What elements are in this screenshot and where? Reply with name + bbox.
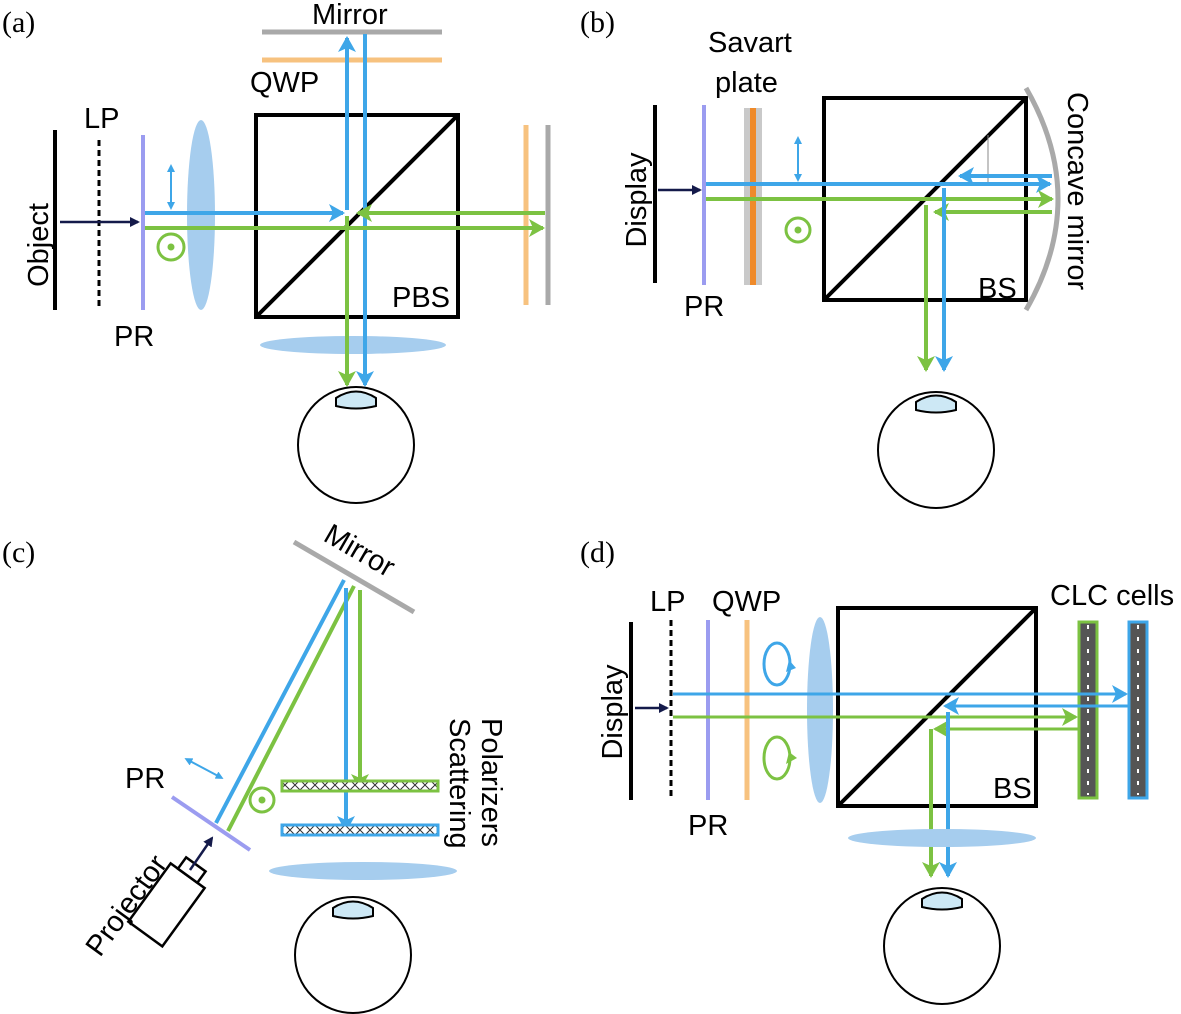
s-pol-icon [156, 232, 186, 262]
display-label: Display [621, 152, 653, 248]
s-pol-icon-c [248, 786, 276, 814]
eye-d [883, 887, 1001, 1005]
lens-d [807, 617, 833, 803]
clc-cell-blue [1127, 620, 1149, 800]
bs-label: BS [978, 273, 1017, 305]
qwp-label-d: QWP [712, 586, 781, 618]
s-pol-icon-b [784, 216, 812, 244]
panel-a: (a) Mirror QWP Object LP PR PBS [2, 0, 551, 504]
circular-pol-icon-blue [762, 641, 796, 687]
pbs-label: PBS [392, 282, 450, 314]
scattering-polarizer-green [280, 779, 440, 793]
panel-b-tag: (b) [580, 6, 615, 39]
clc-cell-green [1077, 620, 1099, 800]
lens-c [269, 862, 457, 880]
eye-c-cornea [332, 900, 374, 920]
savart-label-2: plate [715, 67, 778, 99]
object-label: Object [23, 203, 55, 287]
eye-b-cornea [915, 394, 957, 414]
pr-label-b: PR [684, 291, 724, 323]
projector-arrow [188, 836, 214, 871]
eye-cornea [335, 390, 377, 410]
mirror-label-c: Mirror [319, 518, 401, 584]
projector [126, 855, 208, 949]
pr-label-c: PR [125, 763, 165, 795]
panel-d: (d) Display LP PR QWP BS [580, 536, 1174, 1005]
eye [297, 386, 415, 504]
panel-d-tag: (d) [580, 536, 615, 569]
eye-d-cornea [921, 891, 963, 911]
lp-label-d: LP [650, 586, 685, 618]
panel-b: (b) Display PR Savart plate BS Concave m… [580, 6, 1093, 509]
bs-label-d: BS [993, 773, 1032, 805]
circular-pol-icon-green [762, 735, 797, 781]
pbs-cube [254, 113, 460, 319]
pr-label-d: PR [688, 810, 728, 842]
display-label-d: Display [597, 664, 629, 760]
lp-label: LP [84, 103, 119, 135]
p-pol-icon-c [184, 758, 224, 779]
mirror-label: Mirror [312, 0, 388, 31]
concave-mirror [1023, 86, 1061, 312]
pr-label: PR [114, 321, 154, 353]
scattering-polarizer-blue [280, 823, 440, 837]
clc-label: CLC cells [1050, 580, 1174, 612]
blue-beam-c-up [214, 579, 346, 824]
eye-c [294, 896, 412, 1014]
panel-a-tag: (a) [2, 6, 35, 39]
concave-label: Concave mirror [1061, 92, 1093, 291]
polarization-rotator-c [170, 795, 252, 852]
panel-c: (c) Mirror PR Projector Scattering Polar… [2, 518, 507, 1014]
savart-label-1: Savart [708, 27, 792, 59]
eye-b [877, 391, 995, 509]
polarizers-label: Polarizers [475, 718, 507, 847]
green-beam-c-up [226, 585, 356, 832]
panel-c-tag: (c) [2, 536, 35, 569]
lens-d-horizontal [848, 829, 1036, 847]
qwp-label: QWP [250, 67, 319, 99]
mirror-c [292, 539, 416, 615]
scattering-label: Scattering [443, 718, 475, 849]
lens-horizontal [260, 336, 446, 354]
